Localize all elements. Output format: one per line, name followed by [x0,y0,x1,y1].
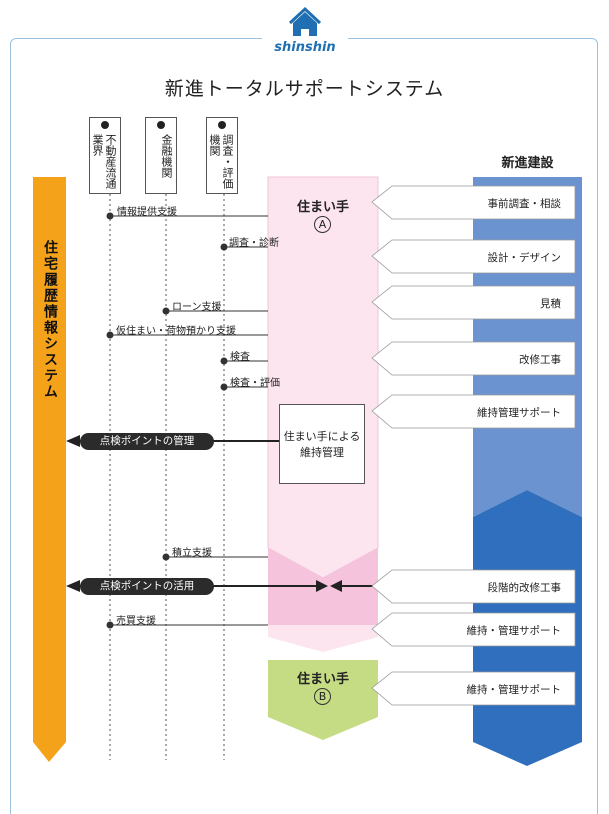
party-inspection: 調査・評価機関 [206,117,238,194]
arrow-left-icon [66,435,80,447]
label-loan: ローン支援 [172,302,222,313]
service-staged-renovation: 段階的改修工事 [487,582,562,594]
service-estimate: 見積 [540,298,561,310]
label-saving: 積立支援 [172,548,212,559]
resident-b-mark: B [314,688,331,705]
bullet-icon [218,121,226,129]
company-label: 新進建設 [501,156,554,171]
party-label: 金融機関 [160,134,173,178]
party-finance: 金融機関 [145,117,177,194]
resident-a-mark: A [314,216,331,233]
maintenance-line2: 維持管理 [300,446,344,459]
party-label: 調査・評価機関 [208,134,234,189]
resident-transition-tail [268,625,378,652]
label-temp-housing: 仮住まい・荷物預かり支援 [116,326,236,337]
bullet-icon [101,121,109,129]
service-maintenance-3: 維持・管理サポート [466,684,562,696]
service-pre-survey: 事前調査・相談 [487,198,562,210]
resident-maintenance-box: 住まい手による 維持管理 [279,404,365,484]
service-design: 設計・デザイン [487,252,562,264]
label-info-support: 情報提供支援 [117,207,177,218]
maintenance-line1: 住まい手による [283,430,361,443]
label-inspect: 検査 [230,352,250,363]
bullet-icon [157,121,165,129]
arrow-right-icon [316,580,328,592]
page-title: 新進トータルサポートシステム [164,78,445,100]
label-inspect-eval: 検査・評価 [230,378,280,389]
house-icon [288,6,322,36]
arrow-left-icon [66,580,80,592]
pill-use-points: 点検ポイントの活用 [80,578,214,595]
history-system-column [33,177,66,762]
service-renovation: 改修工事 [519,354,561,366]
label-sale: 売買支援 [116,616,156,627]
party-label: 不動産流通業界 [91,134,117,189]
service-maintenance-2: 維持・管理サポート [466,625,562,637]
history-system-label: 住宅履歴情報システム [42,240,58,400]
resident-a-column [267,176,379,579]
service-maintenance: 維持管理サポート [477,407,561,419]
party-real-estate: 不動産流通業界 [89,117,121,194]
brand-name: shinshin [274,40,336,55]
logo [262,4,348,60]
label-survey: 調査・診断 [229,238,279,249]
pill-manage-points: 点検ポイントの管理 [80,433,214,450]
resident-b-label: 住まい手 [296,672,349,687]
resident-a-label: 住まい手 [296,200,349,215]
arrow-left-icon [330,580,342,592]
